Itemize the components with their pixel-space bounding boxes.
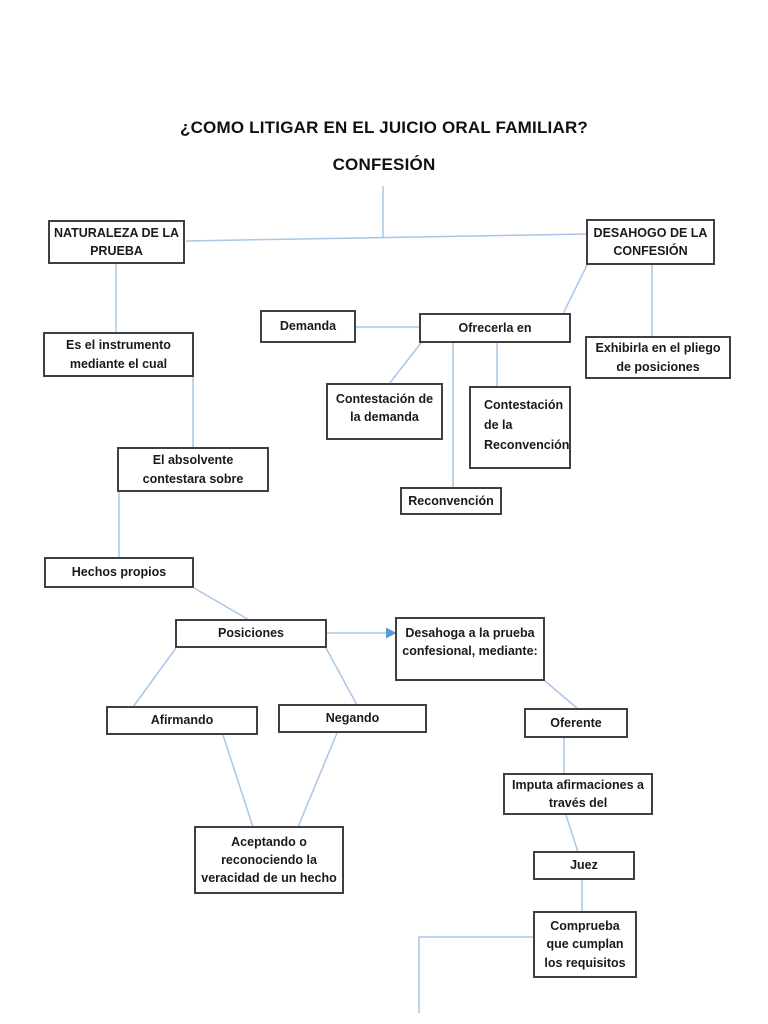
node-ofrecerla-en: Ofrecerla en [419, 313, 571, 343]
node-imputa-afirmaciones: Imputa afirmaciones a través del [503, 773, 653, 815]
node-contestacion-de-la-demanda: Contestación de la demanda [326, 383, 443, 440]
node-aceptando-reconociendo: Aceptando o reconociendo la veracidad de… [194, 826, 344, 894]
node-desahogo-de-la-confesion: DESAHOGO DE LA CONFESIÓN [586, 219, 715, 265]
page-title: ¿COMO LITIGAR EN EL JUICIO ORAL FAMILIAR… [179, 118, 588, 137]
node-exhibirla-pliego-posiciones: Exhibirla en el pliego de posiciones [585, 336, 731, 379]
connector-posiciones-negando [325, 647, 358, 706]
connector-imputa-juez [565, 814, 579, 853]
connector-ofrecerla-contestacion-demanda [388, 342, 422, 385]
node-naturaleza-de-la-prueba: NATURALEZA DE LA PRUEBA [48, 220, 185, 264]
node-posiciones: Posiciones [175, 619, 327, 648]
node-el-absolvente-contestara: El absolvente contestara sobre [117, 447, 269, 492]
connector-hechos-posiciones [193, 587, 250, 621]
connector-top-horizontal [185, 233, 587, 242]
node-desahoga-prueba-confesional: Desahoga a la prueba confesional, median… [395, 617, 545, 681]
node-negando: Negando [278, 704, 427, 733]
node-oferente: Oferente [524, 708, 628, 738]
node-hechos-propios: Hechos propios [44, 557, 194, 588]
node-demanda: Demanda [260, 310, 356, 343]
page-subtitle: CONFESIÓN [332, 155, 436, 174]
node-reconvencion: Reconvención [400, 487, 502, 515]
connector-afirmando-aceptando [222, 734, 254, 828]
connector-desahoga-oferente [544, 680, 579, 710]
node-comprueba-requisitos: Comprueba que cumplan los requisitos [533, 911, 637, 978]
node-contestacion-de-la-reconvencion: Contestación de la Reconvención [469, 386, 571, 469]
connector-negando-aceptando [297, 732, 338, 828]
connector-desahogo-ofrecerla [562, 264, 588, 315]
connector-posiciones-afirmando [132, 647, 177, 708]
node-juez: Juez [533, 851, 635, 880]
connector-comprueba-exit [418, 936, 533, 1013]
node-afirmando: Afirmando [106, 706, 258, 735]
node-es-el-instrumento: Es el instrumento mediante el cual [43, 332, 194, 377]
arrowhead-posiciones-desahoga [386, 627, 397, 639]
